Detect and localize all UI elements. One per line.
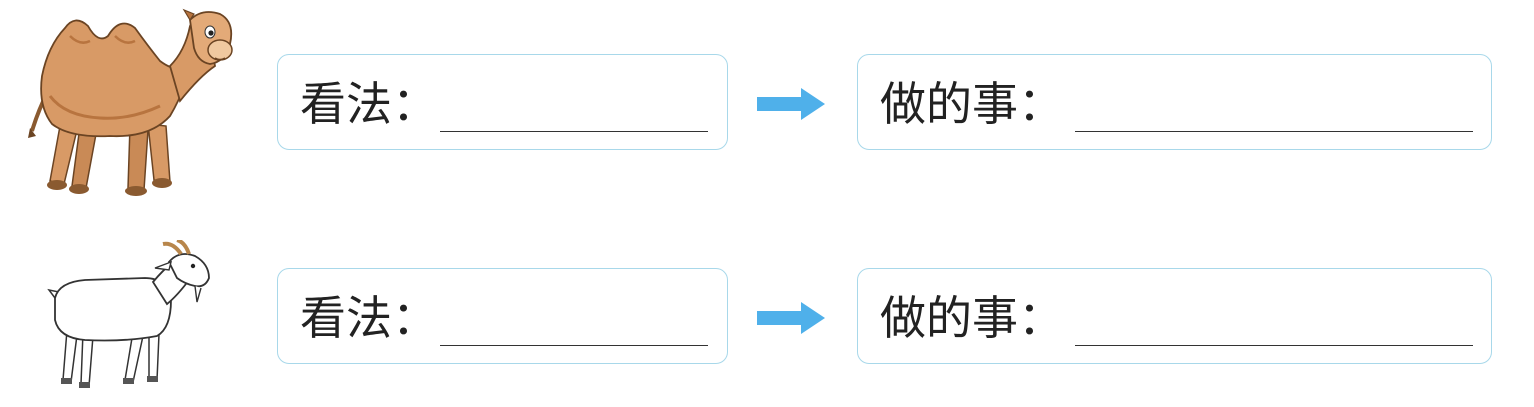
arrow-right-icon [757, 86, 825, 122]
action-label: 做的事： [880, 77, 1064, 131]
opinion-answer-line[interactable] [440, 345, 708, 346]
action-answer-line[interactable] [1075, 345, 1473, 346]
camel-icon [28, 8, 233, 196]
opinion-label: 看法： [300, 77, 438, 131]
opinion-box-2: 看法： [277, 268, 728, 364]
action-box-2: 做的事： [857, 268, 1492, 364]
goat-icon [47, 238, 210, 388]
camel-picture [20, 6, 235, 198]
action-label: 做的事： [880, 291, 1064, 345]
opinion-label: 看法： [300, 291, 438, 345]
action-answer-line[interactable] [1075, 131, 1473, 132]
opinion-answer-line[interactable] [440, 131, 708, 132]
opinion-box-1: 看法： [277, 54, 728, 150]
arrow-right-icon [757, 300, 825, 336]
action-box-1: 做的事： [857, 54, 1492, 150]
goat-picture [45, 238, 215, 390]
